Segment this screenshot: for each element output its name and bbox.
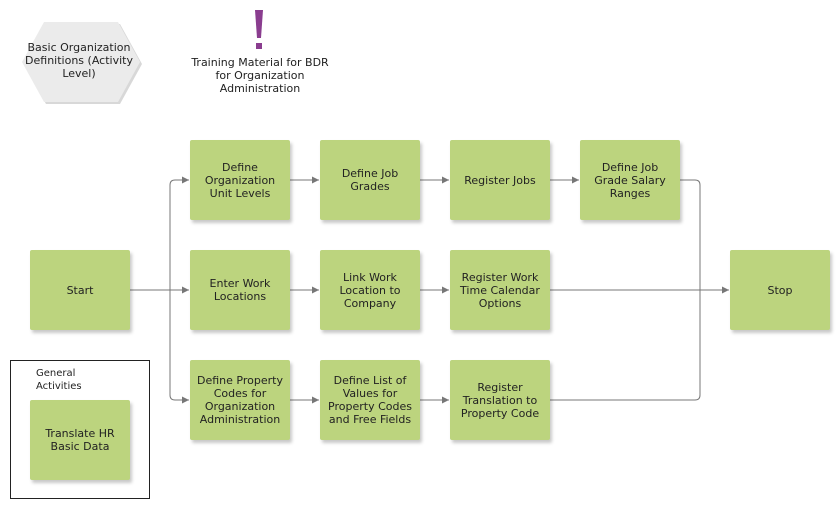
activity-translate-hr-basic-data[interactable]: Translate HR Basic Data	[30, 400, 130, 480]
activity-enter-work-locations[interactable]: Enter Work Locations	[190, 250, 290, 330]
activity-define-job-grade-salary-ranges[interactable]: Define Job Grade Salary Ranges	[580, 140, 680, 220]
general-activities-title: General Activities	[36, 368, 82, 392]
activity-define-property-codes[interactable]: Define Property Codes for Organization A…	[190, 360, 290, 440]
hexagon-shape	[22, 22, 142, 104]
activity-register-translation[interactable]: Register Translation to Property Code	[450, 360, 550, 440]
activity-define-job-grades[interactable]: Define Job Grades	[320, 140, 420, 220]
training-note: Training Material for BDR for Organizati…	[191, 56, 329, 95]
stop-node[interactable]: Stop	[730, 250, 830, 330]
connector-branch-bottom	[169, 290, 189, 404]
activity-define-list-of-values[interactable]: Define List of Values for Property Codes…	[320, 360, 420, 440]
activity-register-jobs[interactable]: Register Jobs	[450, 140, 550, 220]
connector-branch-top	[169, 176, 189, 290]
exclamation-icon	[255, 10, 263, 49]
connector-salary-ranges-to-join	[680, 179, 701, 290]
section-hexagon: Basic Organization Definitions (Activity…	[18, 18, 144, 106]
section-label: Basic Organization Definitions (Activity…	[25, 40, 133, 80]
activity-define-org-unit-levels[interactable]: Define Organization Unit Levels	[190, 140, 290, 220]
connector-translation-to-join	[550, 290, 701, 401]
start-node[interactable]: Start	[30, 250, 130, 330]
activity-link-work-location[interactable]: Link Work Location to Company	[320, 250, 420, 330]
activity-register-work-time-calendar[interactable]: Register Work Time Calendar Options	[450, 250, 550, 330]
